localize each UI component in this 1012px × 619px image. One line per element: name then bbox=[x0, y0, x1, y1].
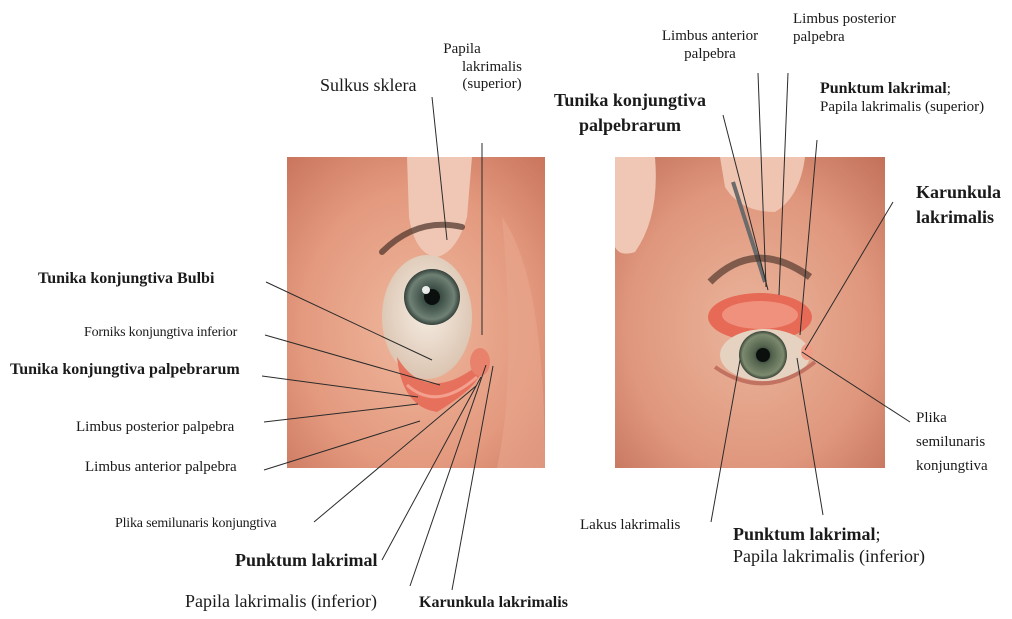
label-punktum-papila-inferior-right: Punktum lakrimal; Papila lakrimalis (inf… bbox=[733, 524, 925, 567]
label-semicolon: ; bbox=[947, 81, 951, 97]
label-line: lakrimalis bbox=[448, 59, 536, 77]
left-eye-illustration bbox=[287, 157, 545, 468]
right-eye-photo bbox=[615, 157, 885, 468]
label-papila-lakrimalis-superior-left: Papila lakrimalis (superior) bbox=[448, 41, 536, 94]
label-line: palpebra bbox=[793, 29, 896, 47]
label-punktum-papila-superior-right: Punktum lakrimal; Papila lakrimalis (sup… bbox=[820, 80, 984, 117]
label-punktum-lakrimal-left: Punktum lakrimal bbox=[235, 550, 378, 571]
label-punktum-lakrimal-inferior: Punktum lakrimal bbox=[733, 524, 876, 544]
label-line: Papila bbox=[418, 41, 506, 59]
label-punktum-lakrimal-superior: Punktum lakrimal bbox=[820, 80, 947, 97]
label-karunkula-lakrimalis-left: Karunkula lakrimalis bbox=[419, 594, 568, 613]
label-forniks-konjungtiva-inferior: Forniks konjungtiva inferior bbox=[84, 325, 237, 342]
label-line: lakrimalis bbox=[916, 207, 1001, 228]
label-line: Tunika konjungtiva bbox=[540, 90, 720, 111]
label-semicolon: ; bbox=[876, 524, 881, 544]
label-line: Limbus anterior bbox=[650, 28, 770, 46]
label-tunika-konjungtiva-bulbi: Tunika konjungtiva Bulbi bbox=[38, 270, 214, 289]
label-line: Limbus posterior bbox=[793, 11, 896, 29]
label-line: palpebrarum bbox=[540, 115, 720, 136]
label-limbus-anterior-palpebra-right: Limbus anterior palpebra bbox=[650, 28, 770, 63]
label-line: palpebra bbox=[650, 46, 770, 64]
label-sulkus-sklera: Sulkus sklera bbox=[320, 75, 417, 96]
left-eye-photo bbox=[287, 157, 545, 468]
label-plika-semilunaris-konjungtiva-left: Plika semilunaris konjungtiva bbox=[115, 516, 276, 533]
label-lakus-lakrimalis: Lakus lakrimalis bbox=[580, 517, 680, 535]
label-limbus-posterior-palpebra-right: Limbus posterior palpebra bbox=[793, 11, 896, 46]
label-line: konjungtiva bbox=[916, 454, 988, 478]
right-eye-illustration bbox=[615, 157, 885, 468]
label-line: Plika bbox=[916, 406, 988, 430]
label-papila-lakrimalis-inferior-left: Papila lakrimalis (inferior) bbox=[185, 591, 377, 612]
label-plika-semilunaris-right: Plika semilunaris konjungtiva bbox=[916, 406, 988, 478]
label-limbus-posterior-palpebra-left: Limbus posterior palpebra bbox=[76, 419, 234, 437]
label-tunika-konjungtiva-palpebrarum-left: Tunika konjungtiva palpebrarum bbox=[10, 361, 240, 380]
label-karunkula-lakrimalis-right: Karunkula lakrimalis bbox=[916, 182, 1001, 228]
label-papila-lakrimalis-superior-right: Papila lakrimalis (superior) bbox=[820, 99, 984, 117]
label-limbus-anterior-palpebra-left: Limbus anterior palpebra bbox=[85, 459, 237, 477]
label-line: Karunkula bbox=[916, 182, 1001, 203]
label-line: semilunaris bbox=[916, 430, 988, 454]
label-line: (superior) bbox=[448, 76, 536, 94]
label-papila-lakrimalis-inferior-right: Papila lakrimalis (inferior) bbox=[733, 546, 925, 567]
label-tunika-konjungtiva-palpebrarum-right: Tunika konjungtiva palpebrarum bbox=[540, 90, 720, 136]
